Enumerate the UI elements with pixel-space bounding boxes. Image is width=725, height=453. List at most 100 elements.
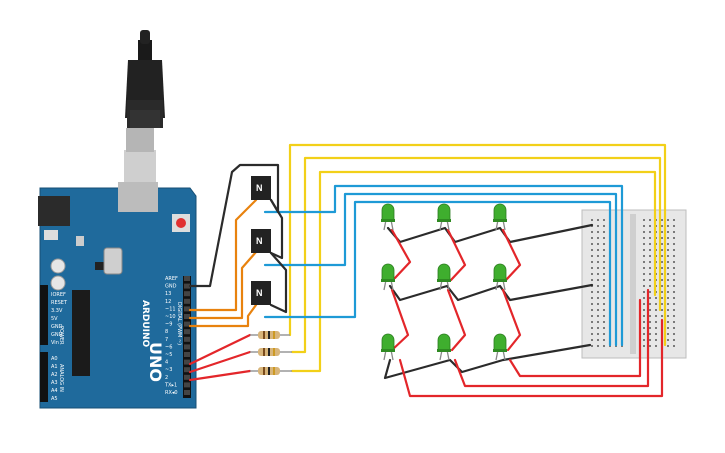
breadboard-hole[interactable]: [673, 231, 675, 233]
breadboard-hole[interactable]: [597, 225, 599, 227]
breadboard-hole[interactable]: [655, 309, 657, 311]
breadboard-hole[interactable]: [649, 231, 651, 233]
breadboard-hole[interactable]: [673, 225, 675, 227]
breadboard-hole[interactable]: [649, 243, 651, 245]
transistor[interactable]: N: [251, 229, 271, 253]
header-pin[interactable]: [184, 321, 190, 327]
header-pin[interactable]: [184, 374, 190, 380]
breadboard-hole[interactable]: [597, 279, 599, 281]
breadboard-hole[interactable]: [591, 309, 593, 311]
wire[interactable]: [188, 333, 252, 366]
breadboard-hole[interactable]: [673, 267, 675, 269]
breadboard-hole[interactable]: [649, 321, 651, 323]
breadboard-hole[interactable]: [649, 279, 651, 281]
breadboard-hole[interactable]: [643, 333, 645, 335]
breadboard-hole[interactable]: [673, 243, 675, 245]
breadboard-hole[interactable]: [597, 249, 599, 251]
breadboard-hole[interactable]: [673, 255, 675, 257]
wire[interactable]: [269, 198, 284, 260]
breadboard-hole[interactable]: [667, 345, 669, 347]
breadboard-hole[interactable]: [661, 231, 663, 233]
resistor[interactable]: [250, 367, 292, 375]
breadboard-hole[interactable]: [597, 255, 599, 257]
wire[interactable]: [501, 288, 522, 352]
breadboard-hole[interactable]: [667, 243, 669, 245]
breadboard-hole[interactable]: [603, 267, 605, 269]
breadboard-hole[interactable]: [649, 219, 651, 221]
breadboard-hole[interactable]: [667, 225, 669, 227]
breadboard-hole[interactable]: [655, 327, 657, 329]
breadboard-hole[interactable]: [591, 267, 593, 269]
breadboard-hole[interactable]: [673, 303, 675, 305]
header-pin[interactable]: [184, 359, 190, 365]
breadboard-hole[interactable]: [603, 321, 605, 323]
breadboard-hole[interactable]: [673, 273, 675, 275]
wire[interactable]: [383, 343, 592, 380]
breadboard-hole[interactable]: [673, 291, 675, 293]
breadboard-hole[interactable]: [603, 285, 605, 287]
breadboard-hole[interactable]: [673, 321, 675, 323]
breadboard-hole[interactable]: [661, 291, 663, 293]
wire[interactable]: [501, 228, 522, 282]
breadboard-hole[interactable]: [603, 291, 605, 293]
breadboard-hole[interactable]: [597, 297, 599, 299]
led[interactable]: [493, 263, 507, 291]
breadboard-hole[interactable]: [643, 273, 645, 275]
breadboard-hole[interactable]: [661, 255, 663, 257]
breadboard-hole[interactable]: [661, 315, 663, 317]
breadboard-hole[interactable]: [597, 345, 599, 347]
transistor[interactable]: N: [251, 176, 271, 200]
breadboard-hole[interactable]: [673, 309, 675, 311]
breadboard-hole[interactable]: [597, 339, 599, 341]
led[interactable]: [437, 263, 451, 291]
breadboard-hole[interactable]: [673, 279, 675, 281]
header-pin[interactable]: [184, 367, 190, 373]
breadboard-hole[interactable]: [649, 303, 651, 305]
breadboard-hole[interactable]: [603, 345, 605, 347]
breadboard-hole[interactable]: [643, 285, 645, 287]
breadboard-hole[interactable]: [667, 297, 669, 299]
breadboard-hole[interactable]: [603, 333, 605, 335]
breadboard-hole[interactable]: [643, 219, 645, 221]
breadboard-hole[interactable]: [667, 279, 669, 281]
breadboard-hole[interactable]: [649, 315, 651, 317]
breadboard-hole[interactable]: [673, 285, 675, 287]
breadboard-hole[interactable]: [673, 237, 675, 239]
breadboard-hole[interactable]: [661, 285, 663, 287]
breadboard-hole[interactable]: [603, 309, 605, 311]
breadboard-hole[interactable]: [597, 309, 599, 311]
breadboard-hole[interactable]: [591, 327, 593, 329]
breadboard-hole[interactable]: [649, 327, 651, 329]
breadboard-hole[interactable]: [661, 261, 663, 263]
led[interactable]: [381, 333, 395, 361]
breadboard-hole[interactable]: [649, 249, 651, 251]
wire[interactable]: [398, 318, 664, 398]
wire[interactable]: [263, 200, 612, 347]
breadboard-hole[interactable]: [603, 297, 605, 299]
breadboard-hole[interactable]: [667, 333, 669, 335]
breadboard-hole[interactable]: [661, 309, 663, 311]
breadboard-hole[interactable]: [603, 339, 605, 341]
breadboard-hole[interactable]: [597, 267, 599, 269]
wire[interactable]: [290, 156, 662, 354]
breadboard-hole[interactable]: [643, 231, 645, 233]
breadboard-hole[interactable]: [655, 303, 657, 305]
breadboard-hole[interactable]: [655, 345, 657, 347]
breadboard-hole[interactable]: [591, 291, 593, 293]
header-pin[interactable]: [184, 344, 190, 350]
wire[interactable]: [508, 298, 642, 378]
wire[interactable]: [269, 251, 288, 314]
wire[interactable]: [188, 250, 258, 320]
breadboard-hole[interactable]: [667, 315, 669, 317]
breadboard-hole[interactable]: [603, 273, 605, 275]
breadboard-hole[interactable]: [643, 315, 645, 317]
breadboard-hole[interactable]: [667, 273, 669, 275]
wire[interactable]: [390, 228, 412, 280]
breadboard-hole[interactable]: [643, 261, 645, 263]
wire[interactable]: [263, 184, 624, 347]
breadboard-hole[interactable]: [661, 249, 663, 251]
breadboard-hole[interactable]: [603, 303, 605, 305]
breadboard-hole[interactable]: [597, 219, 599, 221]
header-pin[interactable]: [184, 276, 190, 281]
breadboard-hole[interactable]: [655, 321, 657, 323]
